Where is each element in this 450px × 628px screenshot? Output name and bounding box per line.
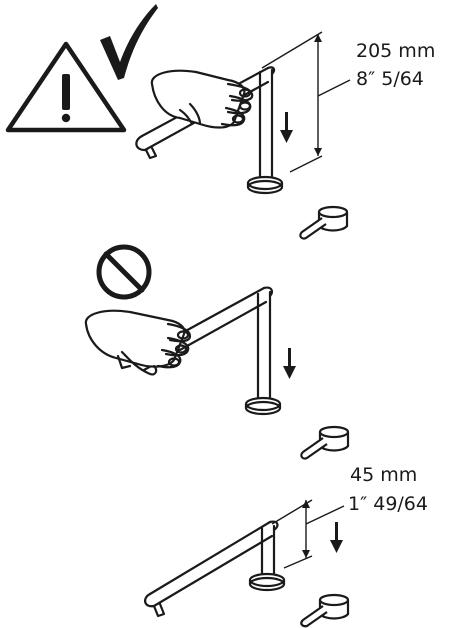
hand-middle	[84, 309, 192, 376]
warning-triangle-icon	[5, 41, 127, 133]
down-arrow-icon	[330, 522, 343, 553]
dimension-label-metric-bottom: 45 mm	[350, 464, 418, 486]
mixer-lever-middle	[300, 425, 350, 460]
prohibited-icon	[96, 244, 152, 300]
down-arrow-icon	[280, 112, 293, 143]
dimension-lines-top	[261, 31, 351, 173]
faucet-raised	[135, 66, 284, 195]
dimension-label-metric-top: 205 mm	[356, 40, 436, 62]
hand-top	[150, 69, 254, 129]
down-arrow-icon	[283, 348, 296, 379]
mixer-lever-top	[299, 205, 349, 240]
mixer-lever-bottom	[300, 593, 350, 628]
faucet-lowered	[144, 520, 286, 618]
checkmark-icon	[100, 4, 158, 80]
dimension-lines-bottom	[271, 499, 345, 569]
dimension-label-imperial-top: 8″ 5/64	[356, 68, 424, 90]
dimension-label-imperial-bottom: 1″ 49/64	[348, 493, 428, 515]
